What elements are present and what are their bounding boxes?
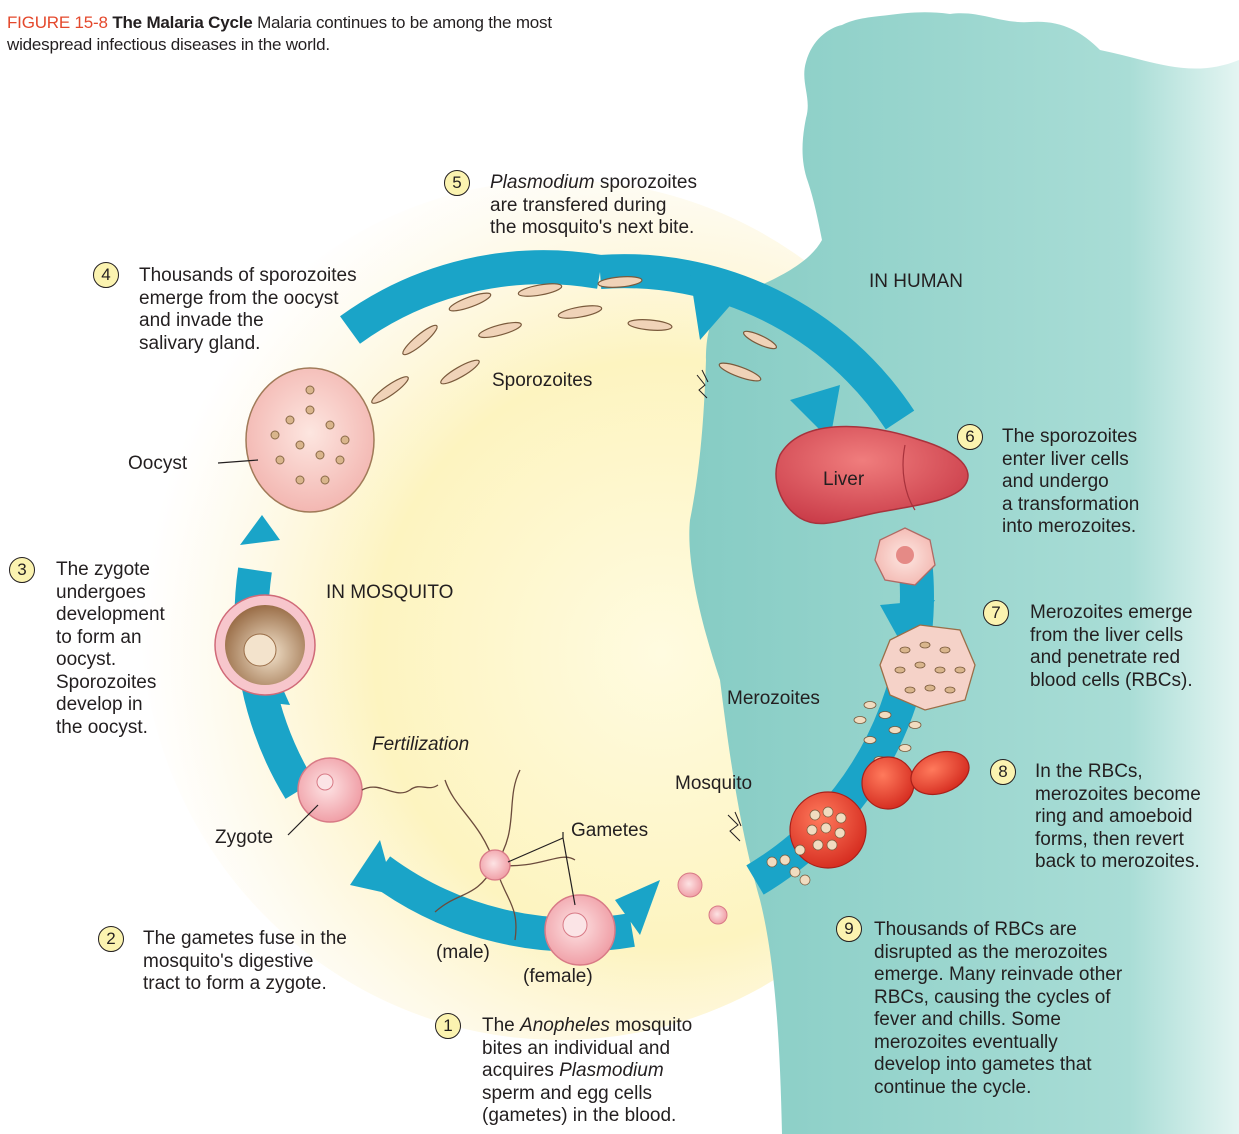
- step-9-line: continue the cycle.: [874, 1077, 1122, 1100]
- step-5-line: are transfered during: [490, 195, 697, 218]
- label-liver: Liver: [823, 469, 864, 491]
- step-2-line: tract to form a zygote.: [143, 973, 347, 996]
- step-7-line: from the liver cells: [1030, 625, 1193, 648]
- step-8-line: forms, then revert: [1035, 829, 1201, 852]
- step-8-line: back to merozoites.: [1035, 851, 1201, 874]
- label-male: (male): [436, 942, 490, 964]
- label-oocyst: Oocyst: [128, 453, 187, 475]
- step-2-line: The gametes fuse in the: [143, 928, 347, 951]
- step-9-line: emerge. Many reinvade other: [874, 964, 1122, 987]
- label-gametes: Gametes: [571, 820, 648, 842]
- step-6-line: enter liver cells: [1002, 449, 1139, 472]
- step-3-line: development: [56, 604, 165, 627]
- step-3-line: undergoes: [56, 582, 165, 605]
- caption-line-2: widespread infectious diseases in the wo…: [7, 35, 330, 54]
- step-4-line: and invade the: [139, 310, 357, 333]
- step-7-line: blood cells (RBCs).: [1030, 670, 1193, 693]
- region-label-human: IN HUMAN: [869, 271, 963, 293]
- step-9-line: RBCs, causing the cycles of: [874, 987, 1122, 1010]
- label-female: (female): [523, 966, 593, 988]
- label-merozoites: Merozoites: [727, 688, 820, 710]
- step-9-line: fever and chills. Some: [874, 1009, 1122, 1032]
- step-5-badge: 5: [444, 170, 470, 196]
- step-6-line: into merozoites.: [1002, 516, 1139, 539]
- step-9-line: Thousands of RBCs are: [874, 919, 1122, 942]
- step-4-line: emerge from the oocyst: [139, 288, 357, 311]
- step-4-badge: 4: [93, 262, 119, 288]
- merozoite-liver-cell: [880, 625, 975, 710]
- label-mosquito: Mosquito: [675, 773, 752, 795]
- label-zygote: Zygote: [215, 827, 273, 849]
- step-5-line: Plasmodium sporozoites: [490, 172, 697, 195]
- step-1-line: (gametes) in the blood.: [482, 1105, 692, 1128]
- developing-zygote-cell: [215, 595, 315, 695]
- figure-number: FIGURE 15-8: [7, 13, 108, 32]
- step-3-line: oocyst.: [56, 649, 165, 672]
- step-1-line: acquires Plasmodium: [482, 1060, 692, 1083]
- step-7-badge: 7: [983, 600, 1009, 626]
- step-8-badge: 8: [990, 759, 1016, 785]
- oocyst-cell: [246, 368, 374, 512]
- step-6-badge: 6: [957, 424, 983, 450]
- step-2-line: mosquito's digestive: [143, 951, 347, 974]
- step-9-line: disrupted as the merozoites: [874, 942, 1122, 965]
- step-7-line: Merozoites emerge: [1030, 602, 1193, 625]
- step-6-line: a transformation: [1002, 494, 1139, 517]
- region-label-mosquito: IN MOSQUITO: [326, 582, 453, 604]
- step-3-line: The zygote: [56, 559, 165, 582]
- step-9-badge: 9: [836, 916, 862, 942]
- step-4-line: Thousands of sporozoites: [139, 265, 357, 288]
- step-9-line: develop into gametes that: [874, 1054, 1122, 1077]
- step-3-badge: 3: [9, 557, 35, 583]
- figure-title: The Malaria Cycle: [112, 13, 252, 32]
- figure-caption: FIGURE 15-8 The Malaria Cycle Malaria co…: [7, 12, 707, 56]
- caption-line-1: Malaria continues to be among the most: [257, 13, 552, 32]
- label-fertilization: Fertilization: [372, 734, 469, 756]
- step-9-line: merozoites eventually: [874, 1032, 1122, 1055]
- step-3-line: develop in: [56, 694, 165, 717]
- step-8-line: ring and amoeboid: [1035, 806, 1201, 829]
- step-6-line: The sporozoites: [1002, 426, 1139, 449]
- step-3-line: the oocyst.: [56, 717, 165, 740]
- step-1-line: The Anopheles mosquito: [482, 1015, 692, 1038]
- step-8-line: In the RBCs,: [1035, 761, 1201, 784]
- step-5-line: the mosquito's next bite.: [490, 217, 697, 240]
- step-1-line: bites an individual and: [482, 1038, 692, 1061]
- label-sporozoites: Sporozoites: [492, 370, 592, 392]
- step-8-line: merozoites become: [1035, 784, 1201, 807]
- step-2-badge: 2: [98, 926, 124, 952]
- step-1-badge: 1: [435, 1013, 461, 1039]
- step-6-line: and undergo: [1002, 471, 1139, 494]
- step-4-line: salivary gland.: [139, 333, 357, 356]
- step-7-line: and penetrate red: [1030, 647, 1193, 670]
- step-3-line: to form an: [56, 627, 165, 650]
- step-3-line: Sporozoites: [56, 672, 165, 695]
- step-1-line: sperm and egg cells: [482, 1083, 692, 1106]
